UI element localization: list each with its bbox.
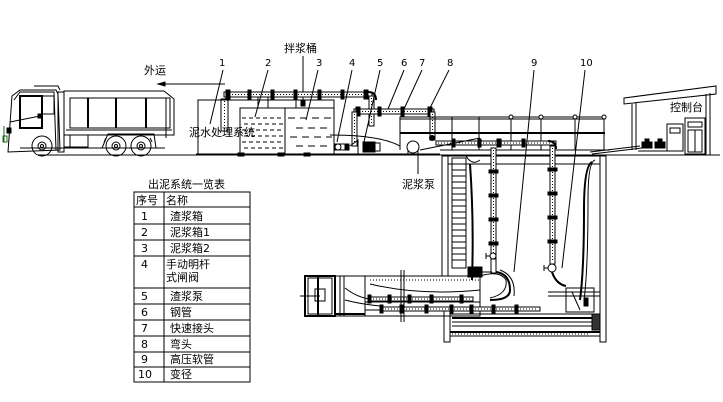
- steel-pipe-second: [351, 106, 436, 147]
- control-station: [589, 85, 717, 155]
- callout-2: 2: [265, 58, 271, 69]
- svg-text:钢管: 钢管: [170, 305, 192, 319]
- tank2-water-hatching: [288, 117, 332, 147]
- callout-10: 10: [580, 58, 593, 69]
- svg-text:泥浆箱2: 泥浆箱2: [170, 241, 210, 255]
- svg-text:1: 1: [141, 210, 148, 223]
- svg-text:6: 6: [141, 306, 148, 319]
- callout-8: 8: [447, 58, 453, 69]
- svg-text:高压软管: 高压软管: [170, 352, 214, 366]
- table-row: 8 弯头: [141, 337, 192, 351]
- callout-4: 4: [349, 58, 355, 69]
- table-row: 4 手动明杆 式闸阀: [141, 257, 210, 284]
- table-row: 5 渣浆泵: [141, 289, 203, 303]
- table-row: 3 泥浆箱2: [141, 241, 210, 255]
- svg-text:5: 5: [141, 290, 148, 303]
- svg-text:3: 3: [141, 242, 148, 255]
- table-row: 9 高压软管: [141, 352, 214, 366]
- svg-text:9: 9: [141, 353, 148, 366]
- table-row: 2 泥浆箱1: [141, 225, 210, 239]
- svg-text:泥浆箱1: 泥浆箱1: [170, 225, 210, 239]
- callout-9: 9: [531, 58, 537, 69]
- svg-text:手动明杆: 手动明杆: [166, 257, 210, 271]
- callout-6: 6: [401, 58, 407, 69]
- legend-table: 出泥系统一览表 序号 名称 1 渣浆箱 2 泥浆箱1 3 泥浆箱2 4 手动明杆: [133, 177, 251, 383]
- svg-text:式闸阀: 式闸阀: [166, 270, 199, 284]
- svg-text:变径: 变径: [170, 367, 192, 381]
- svg-text:10: 10: [138, 368, 152, 381]
- work-platform-railing: [399, 114, 610, 151]
- svg-text:渣浆泵: 渣浆泵: [170, 289, 203, 303]
- table-row: 1 渣浆箱: [141, 209, 203, 223]
- header-no: 序号: [136, 193, 158, 207]
- legend-table-title: 出泥系统一览表: [148, 177, 225, 191]
- callout-3: 3: [316, 58, 322, 69]
- outbound-arrow: [156, 81, 225, 87]
- slurry-pump-label: 泥浆泵: [402, 177, 435, 191]
- svg-text:7: 7: [141, 322, 148, 335]
- svg-text:弯头: 弯头: [170, 337, 192, 351]
- control-station-label: 控制台: [670, 100, 703, 114]
- table-row: 6 钢管: [141, 305, 192, 319]
- mud-water-system-label: 泥水处理系统: [189, 126, 255, 139]
- svg-text:2: 2: [141, 226, 148, 239]
- callout-7: 7: [419, 58, 425, 69]
- working-shaft: [441, 145, 607, 343]
- table-row: 7 快速接头: [141, 322, 214, 335]
- callouts: 1 2 3 4 5 6 7 8 9 10: [209, 58, 593, 273]
- dump-truck: [2, 85, 200, 157]
- mud-water-treatment-system: [196, 95, 720, 157]
- callout-1: 1: [219, 58, 225, 69]
- svg-text:快速接头: 快速接头: [170, 322, 214, 335]
- slurry-pump-assembly: [329, 134, 481, 154]
- ladder-rungs: [452, 163, 466, 261]
- table-row: 10 变径: [138, 367, 192, 381]
- tunnel-boring-machine: [300, 270, 541, 322]
- mixing-tank-label: 拌浆桶: [284, 41, 317, 55]
- svg-text:8: 8: [141, 338, 148, 351]
- outbound-label: 外运: [144, 64, 166, 77]
- callout-5: 5: [377, 58, 383, 69]
- svg-text:4: 4: [141, 258, 148, 271]
- svg-text:渣浆箱: 渣浆箱: [170, 209, 203, 223]
- header-name: 名称: [166, 193, 188, 207]
